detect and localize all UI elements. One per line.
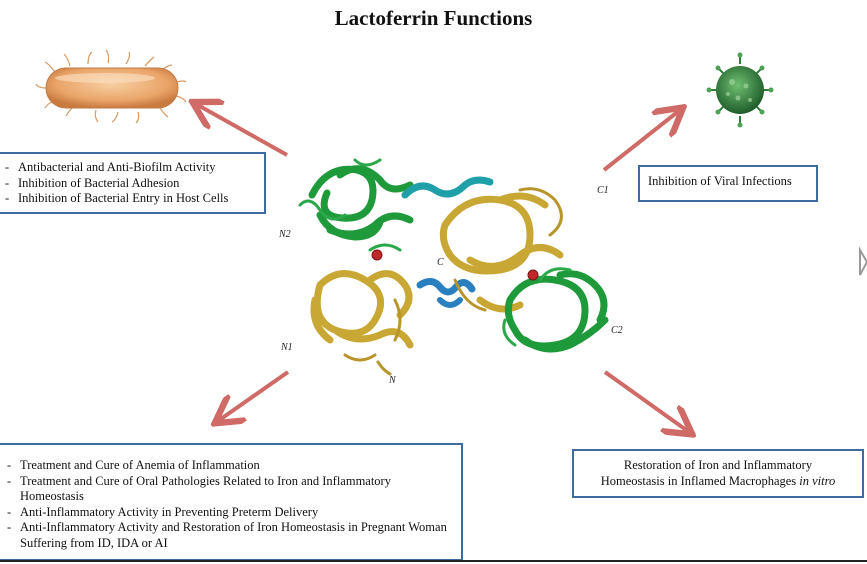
- arrow-to-anemia-box: [218, 370, 290, 421]
- list-item: Anti-Inflammatory Activity and Restorati…: [2, 520, 457, 551]
- arrow-to-bacterium: [196, 104, 288, 157]
- next-slide-icon[interactable]: [859, 246, 867, 276]
- label-n: N: [389, 375, 396, 386]
- list-item: Antibacterial and Anti-Biofilm Activity: [0, 160, 260, 176]
- anemia-functions-box: Treatment and Cure of Anemia of Inflamma…: [0, 443, 463, 561]
- label-n2: N2: [279, 229, 291, 240]
- label-c2: C2: [611, 325, 623, 336]
- arrow-to-iron-box: [603, 370, 689, 432]
- iron-homeostasis-box: Restoration of Iron and Inflammatory Hom…: [572, 449, 864, 498]
- label-n1: N1: [281, 342, 293, 353]
- list-item: Anti-Inflammatory Activity in Preventing…: [2, 505, 457, 521]
- list-item: Inhibition of Bacterial Entry in Host Ce…: [0, 191, 260, 207]
- iron-line-2: Homeostasis in Inflamed Macrophages in v…: [580, 474, 856, 490]
- iron-line-2-italic: in vitro: [799, 473, 836, 488]
- label-c1: C1: [597, 185, 609, 196]
- virus-icon: [706, 52, 774, 128]
- list-item: Inhibition of Bacterial Adhesion: [0, 176, 260, 192]
- antiviral-function-box: Inhibition of Viral Infections: [638, 165, 818, 202]
- list-item: Treatment and Cure of Oral Pathologies R…: [2, 474, 457, 505]
- antibacterial-functions-box: Antibacterial and Anti-Biofilm Activity …: [0, 152, 266, 214]
- iron-line-2-text: Homeostasis in Inflamed Macrophages: [600, 473, 800, 488]
- bottom-divider: [0, 560, 867, 562]
- label-c: C: [437, 257, 444, 268]
- protein-structure: [298, 158, 609, 376]
- page-title: Lactoferrin Functions: [334, 6, 533, 30]
- iron-line-1: Restoration of Iron and Inflammatory: [623, 458, 813, 472]
- list-item: Treatment and Cure of Anemia of Inflamma…: [2, 458, 457, 474]
- arrow-to-virus: [602, 110, 680, 172]
- antiviral-text: Inhibition of Viral Infections: [648, 174, 792, 188]
- bacterium-icon: [35, 49, 187, 124]
